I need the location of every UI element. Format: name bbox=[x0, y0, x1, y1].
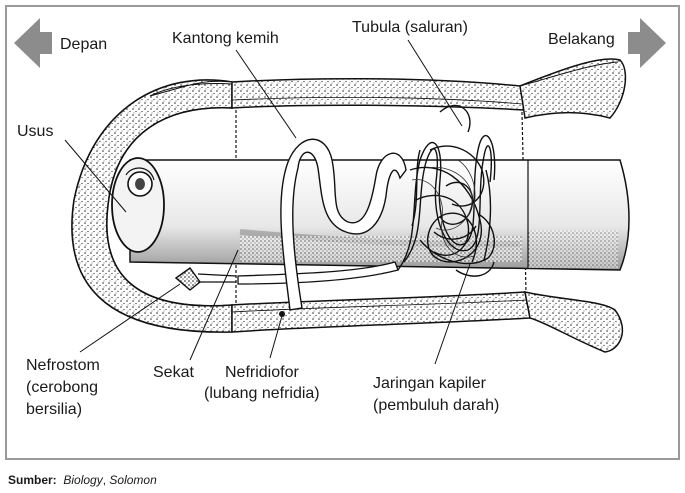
source-separator: , bbox=[102, 473, 110, 487]
label-nephridiopore-2: (lubang nefridia) bbox=[204, 385, 320, 402]
tubules bbox=[397, 104, 496, 277]
label-nephrostome-2: (cerobong bbox=[26, 379, 99, 396]
source-prefix: Sumber: bbox=[8, 473, 57, 487]
label-tubule: Tubula (saluran) bbox=[352, 19, 468, 36]
label-back: Belakang bbox=[548, 31, 615, 48]
leader-lines bbox=[64, 39, 471, 365]
label-gut: Usus bbox=[17, 123, 54, 140]
source-title: Biology bbox=[63, 473, 103, 487]
body-wall-top bbox=[231, 77, 526, 111]
source-author: Solomon bbox=[109, 473, 157, 487]
label-front: Depan bbox=[60, 36, 108, 53]
arrow-right-icon bbox=[628, 18, 666, 68]
body-wall-bottom bbox=[231, 291, 531, 333]
label-nephrostome-1: Nefrostom bbox=[26, 357, 100, 374]
nephrostome bbox=[174, 267, 201, 291]
label-septum: Sekat bbox=[153, 364, 194, 381]
capillary-network bbox=[411, 159, 476, 258]
arrow-left-icon bbox=[14, 18, 52, 68]
label-nephrostome-3: bersilia) bbox=[26, 401, 83, 418]
label-bladder: Kantong kemih bbox=[172, 30, 279, 47]
label-nephridiopore-1: Nefridiofor bbox=[225, 364, 299, 381]
body-wall-right-top bbox=[519, 58, 627, 119]
body-wall-right-bottom bbox=[524, 291, 624, 353]
source-credit: Sumber: Biology, Solomon bbox=[8, 473, 157, 487]
bladder bbox=[280, 138, 407, 311]
label-capillary-1: Jaringan kapiler bbox=[373, 375, 486, 392]
label-capillary-2: (pembuluh darah) bbox=[373, 397, 500, 414]
